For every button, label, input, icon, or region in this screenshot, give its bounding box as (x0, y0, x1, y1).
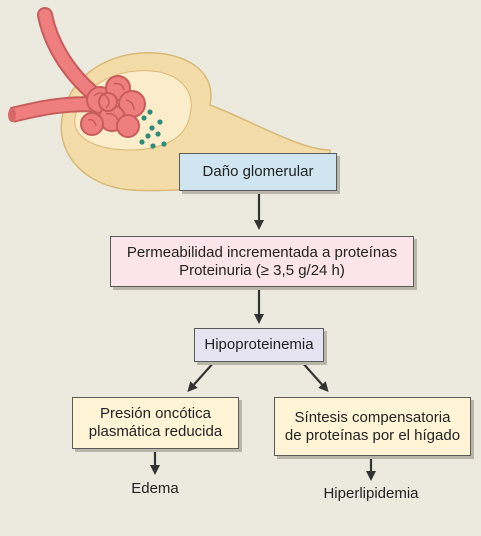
outcome-hyperlipidemia: Hiperlipidemia (323, 485, 419, 502)
node-permeability-line2: Proteinuria (≥ 3,5 g/24 h) (179, 261, 345, 279)
node-permeability: Permeabilidad incrementada a proteínas P… (110, 236, 414, 287)
node-glomerular-damage: Daño glomerular (179, 153, 337, 191)
node-hepatic-synthesis-line2: de proteínas por el hígado (284, 426, 461, 444)
arrow-hypo-to-synthesis (300, 360, 329, 392)
arrow-hypo-to-oncotic (187, 360, 216, 392)
node-hepatic-synthesis-line1: Síntesis compensatoria (294, 408, 451, 426)
node-oncotic-pressure-line2: plasmática reducida (88, 423, 223, 440)
protein-dots (139, 109, 167, 149)
node-hypoproteinemia: Hipoproteinemia (194, 328, 324, 362)
node-oncotic-pressure-line1: Presión oncótica (100, 405, 211, 422)
outcome-edema: Edema (131, 480, 179, 497)
node-hepatic-synthesis: Síntesis compensatoria de proteínas por … (274, 397, 471, 456)
node-permeability-line1: Permeabilidad incrementada a proteínas (126, 243, 398, 261)
node-hypoproteinemia-label: Hipoproteinemia (204, 336, 314, 353)
node-glomerular-damage-label: Daño glomerular (202, 163, 314, 180)
node-oncotic-pressure: Presión oncótica plasmática reducida (72, 397, 239, 449)
